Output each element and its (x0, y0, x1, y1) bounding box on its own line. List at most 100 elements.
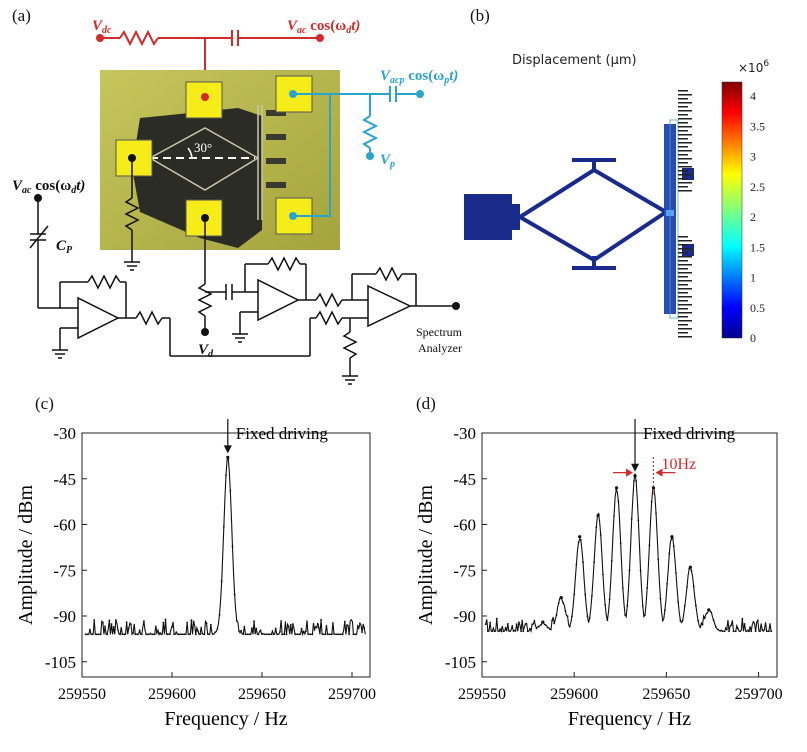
comb-tooth (678, 280, 692, 282)
spectrum-point (164, 618, 167, 621)
x-axis-label: Frequency / Hz (164, 708, 287, 730)
spectrum-point (763, 628, 766, 631)
colorbar-tick-label: 4 (750, 89, 756, 103)
spectrum-point (348, 633, 351, 636)
spectrum-point (610, 560, 613, 562)
comb-tooth (678, 138, 688, 140)
spectrum-point (670, 538, 673, 540)
spectrum-point (298, 633, 301, 636)
spectrum-point (244, 633, 247, 636)
spectrum-point (579, 538, 582, 541)
spectrum-point (89, 628, 91, 631)
colorbar (721, 81, 743, 339)
x-tick-label: 259650 (238, 686, 286, 703)
peak-point (688, 565, 692, 569)
spectrum-point (650, 500, 653, 503)
spectrum-point (646, 586, 649, 589)
panel-label-b: (b) (470, 6, 490, 25)
spectrum-point (91, 633, 93, 636)
spectrum-point (661, 619, 664, 622)
spectrum-point (160, 633, 163, 636)
spectrum-point (235, 620, 238, 622)
spectrum-point (317, 627, 320, 629)
spectrum-point (346, 624, 348, 627)
spectrum-point (93, 619, 96, 621)
spectrum-point (664, 609, 666, 611)
spectrum-point (207, 633, 210, 636)
y-tick-label: -75 (453, 561, 476, 580)
spacing-arrowhead-left (626, 468, 634, 477)
comb-tooth (678, 146, 688, 148)
annotation-fixed-driving: Fixed driving (643, 424, 736, 443)
spectrum-point (767, 630, 770, 633)
spectrum-point (621, 587, 624, 589)
spectrum-point (225, 474, 227, 477)
fem-title: Displacement (μm) (512, 53, 637, 68)
comb-tooth (678, 304, 692, 306)
spectrum-point (222, 525, 225, 528)
spectrum-point (748, 630, 750, 633)
spectrum-point (487, 630, 489, 633)
spectrum-point (352, 633, 355, 636)
spectrum-point (246, 633, 249, 636)
spectrum-point (498, 630, 500, 633)
spectrum-point (328, 633, 331, 636)
spectrum-point (270, 633, 273, 636)
spectrum-point (637, 519, 640, 522)
comb-tooth (678, 110, 692, 112)
spectrum-point (311, 633, 314, 636)
comb-drive (266, 110, 286, 188)
spectrum-point (617, 500, 620, 503)
colorbar-tick-label: 1.5 (750, 240, 765, 254)
spectrum-point (289, 623, 292, 626)
spectrum-point (759, 630, 761, 633)
comb-tooth (678, 332, 688, 334)
spectrum-point (117, 629, 119, 631)
spectrum-point (555, 614, 558, 617)
label-vac-top: Vac cos(ωdt) (287, 18, 360, 36)
spectrum-point (114, 619, 117, 621)
x-axis-label: Frequency / Hz (568, 708, 691, 730)
spectrum-point (199, 633, 201, 636)
spectrum-point (546, 626, 549, 629)
spectrum-terminal (452, 302, 460, 310)
comb-tooth (678, 256, 692, 258)
spectrum-point (672, 545, 675, 548)
spectrum-point (326, 633, 329, 636)
spectrum-point (320, 618, 322, 621)
spectrum-point (153, 633, 156, 636)
spectrum-point (690, 569, 693, 572)
spectrum-point (628, 569, 631, 572)
spectrum-point (515, 623, 518, 626)
spectrum-point (606, 619, 609, 622)
spectrum-point (531, 623, 534, 626)
plot-frame (481, 432, 778, 678)
spectrum-point (582, 561, 584, 564)
spectrum-point (168, 633, 171, 636)
spectrum-point (155, 632, 158, 634)
spectrum-point (553, 622, 556, 625)
spectrum-point (272, 633, 275, 636)
spectrum-point (242, 633, 245, 636)
vac-left-terminal (34, 194, 42, 202)
spectrum-point (506, 623, 509, 625)
spectrum-point (300, 627, 303, 630)
spectrum-point (551, 619, 553, 622)
spectrum-point (110, 623, 113, 625)
spectrum-point (281, 633, 284, 636)
spectrum-point (502, 630, 505, 633)
spectrum-point (586, 615, 589, 618)
spectrum-point (544, 623, 547, 626)
spectrum-point (203, 633, 206, 636)
spectrum-point (692, 585, 695, 588)
spectrum-point (602, 573, 604, 576)
spectrum-point (741, 617, 744, 620)
spectrum-point (97, 633, 100, 636)
peak-point (670, 535, 674, 539)
y-tick-label: -45 (53, 470, 76, 489)
spectrum-point (626, 605, 629, 607)
spectrum-point (333, 632, 335, 635)
spectrum-point (136, 633, 139, 636)
spectrum-point (177, 633, 180, 636)
